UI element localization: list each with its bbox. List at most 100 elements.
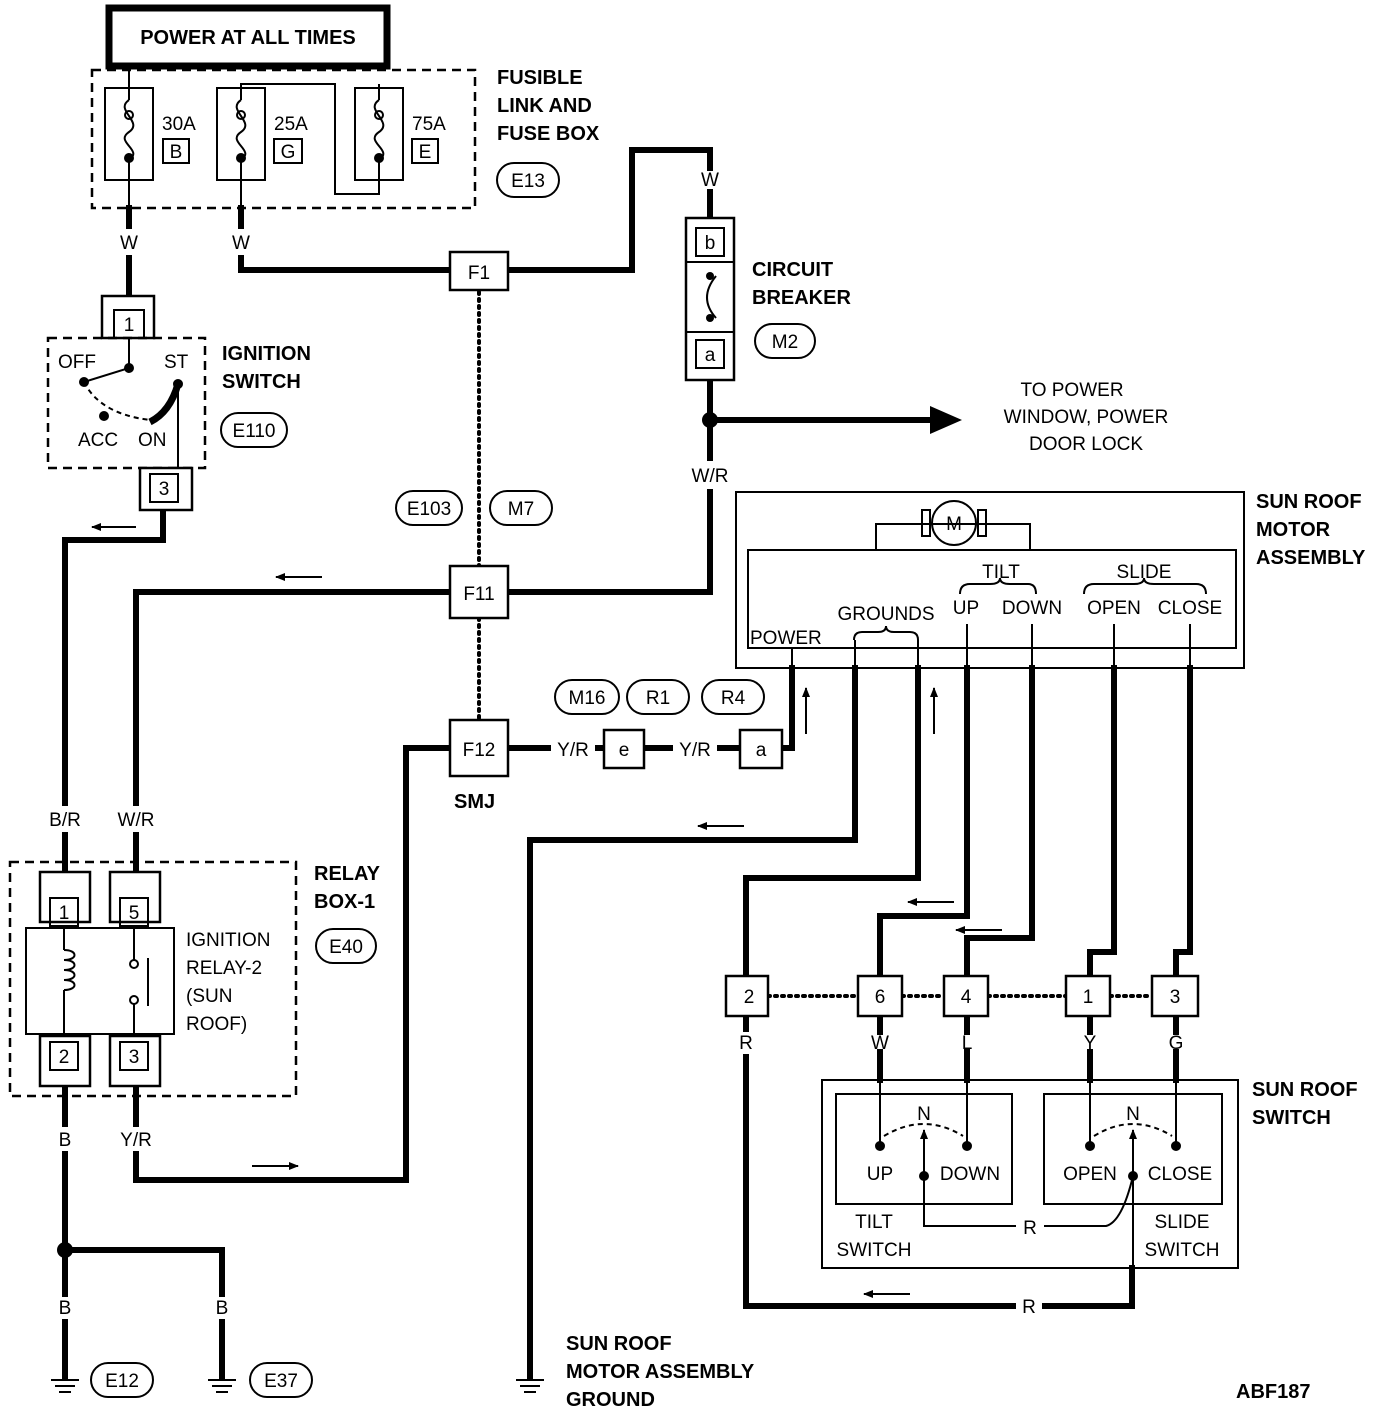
wire-label-br: B/R — [49, 810, 81, 831]
harness-connectors: F1 F11 F12 SMJ E103 M7 M16 R1 R4 e a — [395, 250, 784, 813]
ignition-st-label: ST — [164, 352, 189, 373]
ignition-terminal-1: 1 — [124, 315, 135, 336]
connector-f12: F12 — [463, 740, 496, 761]
slide-close-label: CLOSE — [1148, 1164, 1212, 1185]
fuse-2-letter: G — [281, 142, 296, 163]
switch-title-1: SUN ROOF — [1252, 1079, 1358, 1101]
breaker-terminal-b: b — [705, 233, 716, 254]
connector-e103: E103 — [407, 499, 451, 520]
power-at-all-times-label: POWER AT ALL TIMES — [140, 27, 356, 49]
slide-switch-name-1: SLIDE — [1155, 1212, 1210, 1233]
tilt-neutral-label: N — [917, 1104, 931, 1125]
wire-label-yr-1: Y/R — [557, 740, 589, 761]
wire-label-g-sw3: G — [1169, 1033, 1184, 1054]
ground-icon — [208, 1379, 236, 1393]
relay-name-3: (SUN — [186, 986, 232, 1007]
breaker-connector: M2 — [772, 332, 798, 353]
connector-f1: F1 — [468, 263, 490, 284]
wire-label-b-ground2: B — [216, 1298, 229, 1319]
motor-slide-label: SLIDE — [1117, 562, 1172, 583]
ground-label-1: SUN ROOF — [566, 1333, 672, 1355]
ignition-terminal-3: 3 — [159, 479, 170, 500]
wire-label-wr-breaker: W/R — [692, 466, 729, 487]
motor-title-2: MOTOR — [1256, 519, 1331, 541]
connector-r1: R1 — [646, 688, 670, 709]
switch-terminal-2: 2 — [744, 987, 755, 1008]
breaker-terminal-a: a — [705, 345, 716, 366]
wire-label-r-bottom: R — [1022, 1297, 1036, 1318]
switch-terminal-1: 1 — [1083, 987, 1094, 1008]
ignition-on-label: ON — [138, 430, 167, 451]
tilt-switch-name-1: TILT — [855, 1212, 893, 1233]
relay-terminal-5: 5 — [129, 903, 140, 924]
relay-box-connector: E40 — [329, 937, 363, 958]
relay-box: 1 5 2 3 IGNITION RELAY-2 (SUN ROOF) RELA… — [8, 860, 381, 1098]
wire-label-b-ground1: B — [59, 1298, 72, 1319]
switch-terminal-3: 3 — [1170, 987, 1181, 1008]
flow-arrows — [91, 523, 1002, 1298]
switch-terminal-4: 4 — [961, 987, 972, 1008]
power-at-all-times-banner: POWER AT ALL TIMES — [105, 4, 391, 70]
motor-up-label: UP — [953, 598, 979, 619]
ground-connector-e12: E12 — [105, 1371, 139, 1392]
sunroof-motor-assembly: M TILT SLIDE POWER GROUNDS UP DOWN OPEN … — [735, 491, 1366, 669]
tilt-switch-name-2: SWITCH — [837, 1240, 912, 1261]
motor-tilt-label: TILT — [982, 562, 1020, 583]
wire-harness — [57, 147, 1193, 1381]
circuit-breaker: b a CIRCUIT BREAKER M2 — [684, 216, 851, 382]
switch-title-2: SWITCH — [1252, 1107, 1331, 1129]
ignition-connector: E110 — [233, 421, 276, 442]
motor-down-label: DOWN — [1002, 598, 1062, 619]
grounds: E12 E37 SUN ROOF MOTOR ASSEMBLY GROUND — [51, 1333, 755, 1411]
fuse-box-title-1: FUSIBLE — [497, 67, 583, 89]
fuse-box-title-3: FUSE BOX — [497, 123, 600, 145]
relay-name-4: ROOF) — [186, 1014, 247, 1035]
slide-open-label: OPEN — [1063, 1164, 1117, 1185]
tilt-down-label: DOWN — [940, 1164, 1000, 1185]
breaker-title-1: CIRCUIT — [752, 259, 833, 281]
relay-name-1: IGNITION — [186, 930, 270, 951]
power-note-3: DOOR LOCK — [1029, 434, 1143, 455]
ignition-title-1: IGNITION — [222, 343, 311, 365]
connector-f11: F11 — [463, 584, 494, 605]
connector-r4: R4 — [721, 688, 746, 709]
wire-label-r-internal: R — [1023, 1218, 1037, 1239]
wire-label-w-breaker: W — [701, 170, 719, 191]
fuse-1-rating: 30A — [162, 114, 196, 135]
ignition-switch: 1 OFF ST ACC ON 3 IGNITION SWITCH E110 — [46, 294, 311, 512]
wire-label-w-sw6: W — [871, 1033, 889, 1054]
wire-label-y-sw1: Y — [1084, 1033, 1097, 1054]
fuse-box-connector: E13 — [511, 171, 545, 192]
ignition-acc-label: ACC — [78, 430, 118, 451]
wire-label-wr-relay: W/R — [118, 810, 155, 831]
wire-label-yr-relay: Y/R — [120, 1130, 152, 1151]
relay-terminal-3: 3 — [129, 1047, 140, 1068]
wire-label-yr-2: Y/R — [679, 740, 711, 761]
motor-title-3: ASSEMBLY — [1256, 547, 1366, 569]
switch-terminal-6: 6 — [875, 987, 886, 1008]
wire-label-l-sw4: L — [962, 1033, 973, 1054]
relay-name-2: RELAY-2 — [186, 958, 262, 979]
relay-box-title-1: RELAY — [314, 863, 381, 885]
fuse-box-title-2: LINK AND — [497, 95, 592, 117]
relay-box-title-2: BOX-1 — [314, 891, 375, 913]
wire-label-w-fuse1: W — [120, 233, 138, 254]
power-note-2: WINDOW, POWER — [1004, 407, 1169, 428]
diagram-code: ABF187 — [1236, 1381, 1310, 1403]
connector-e: e — [619, 740, 630, 761]
ground-label-3: GROUND — [566, 1389, 655, 1411]
connector-m16: M16 — [569, 688, 606, 709]
connector-m7: M7 — [508, 499, 534, 520]
connector-smj: SMJ — [454, 791, 495, 813]
breaker-title-2: BREAKER — [752, 287, 851, 309]
motor-grounds-label: GROUNDS — [837, 604, 934, 625]
ignition-title-2: SWITCH — [222, 371, 301, 393]
motor-power-label: POWER — [750, 628, 822, 649]
wire-label-w-fuse2: W — [232, 233, 250, 254]
ignition-off-label: OFF — [58, 352, 96, 373]
fuse-1-letter: B — [170, 142, 183, 163]
ground-label-2: MOTOR ASSEMBLY — [566, 1361, 755, 1383]
motor-close-label: CLOSE — [1158, 598, 1222, 619]
sunroof-switch: 2 6 4 1 3 N UP DOWN TILT SWITCH — [724, 974, 1358, 1269]
